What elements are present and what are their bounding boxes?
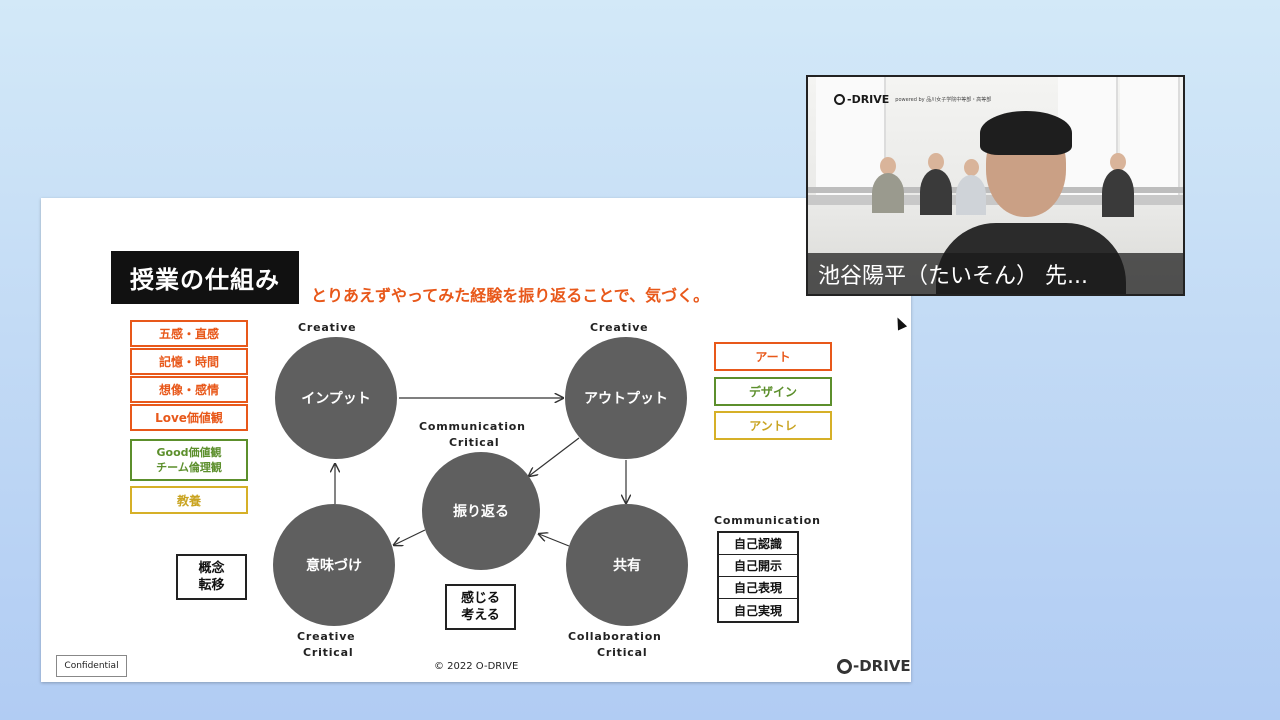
concept-line2: 転移 <box>198 578 225 593</box>
circle-share: 共有 <box>566 504 688 626</box>
room-window <box>816 77 886 197</box>
left-box-culture: 教養 <box>130 486 248 514</box>
bg-person <box>956 175 986 215</box>
list-item: 自己表現 <box>719 577 797 599</box>
bg-person-head <box>964 159 979 176</box>
video-feed[interactable]: -DRIVE powered by 品川女子学院中等部・高等部 池谷陽平（たいそ… <box>806 75 1185 296</box>
feel-line1: 感じる <box>460 591 500 606</box>
bg-person <box>1102 169 1134 217</box>
list-item: 自己開示 <box>719 555 797 577</box>
communication-title: Communication <box>714 514 821 527</box>
logo-o-icon <box>837 658 852 674</box>
arrow-reflect-to-meaning <box>394 529 426 545</box>
reflect-label-critical: Critical <box>449 436 500 449</box>
bg-person-head <box>1110 153 1126 171</box>
circle-meaning: 意味づけ <box>273 504 395 626</box>
meaning-label-creative: Creative <box>297 630 356 643</box>
video-logo-text: -DRIVE <box>847 93 890 106</box>
circle-output: アウトプット <box>565 337 687 459</box>
input-label-creative: Creative <box>298 321 357 334</box>
left-box-good-values: Good価値観 チーム倫理観 <box>130 439 248 481</box>
circle-input: インプット <box>275 337 397 459</box>
copyright-text: © 2022 O-DRIVE <box>434 661 519 672</box>
bg-person-head <box>928 153 944 171</box>
video-odrive-logo: -DRIVE powered by 品川女子学院中等部・高等部 <box>834 93 991 106</box>
confidential-label: Confidential <box>56 655 127 677</box>
good-values-line1: Good価値観 <box>156 446 222 459</box>
feel-think-box: 感じる 考える <box>445 584 516 630</box>
bg-person-head <box>880 157 896 175</box>
concept-transfer-box: 概念 転移 <box>176 554 247 600</box>
slide-subtitle: とりあえずやってみた経験を振り返ることで、気づく。 <box>311 286 710 305</box>
communication-list: 自己認識 自己開示 自己表現 自己実現 <box>717 531 799 623</box>
left-box-imagination: 想像・感情 <box>130 376 248 403</box>
list-item: 自己認識 <box>719 533 797 555</box>
arrow-share-to-reflect <box>539 534 570 547</box>
share-label-critical: Critical <box>597 646 648 659</box>
video-powered-by: powered by 品川女子学院中等部・高等部 <box>895 97 992 103</box>
feel-line2: 考える <box>461 608 500 623</box>
logo-text: -DRIVE <box>853 657 911 675</box>
right-box-art: アート <box>714 342 832 371</box>
output-label-creative: Creative <box>590 321 649 334</box>
right-box-entre: アントレ <box>714 411 832 440</box>
odrive-logo: -DRIVE <box>837 657 911 675</box>
left-box-memory: 記憶・時間 <box>130 348 248 375</box>
slide-title: 授業の仕組み <box>111 251 299 304</box>
left-box-love: Love価値観 <box>130 404 248 431</box>
left-box-senses: 五感・直感 <box>130 320 248 347</box>
bg-person <box>872 173 904 213</box>
bg-person <box>920 169 952 215</box>
presentation-slide: 授業の仕組み とりあえずやってみた経験を振り返ることで、気づく。 Creativ… <box>41 198 911 682</box>
circle-reflect: 振り返る <box>422 452 540 570</box>
arrow-output-to-reflect <box>529 437 580 476</box>
concept-line1: 概念 <box>198 561 225 576</box>
speaker-hair <box>980 111 1072 155</box>
reflect-label-communication: Communication <box>419 420 526 433</box>
right-box-design: デザイン <box>714 377 832 406</box>
share-label-collaboration: Collaboration <box>568 630 662 643</box>
list-item: 自己実現 <box>733 603 782 618</box>
flow-arrows <box>41 198 911 547</box>
speaker-name-caption: 池谷陽平（たいそん） 先... <box>808 253 1183 294</box>
good-values-line2: チーム倫理観 <box>156 461 222 474</box>
meaning-label-critical: Critical <box>303 646 354 659</box>
video-logo-o-icon <box>834 94 845 105</box>
